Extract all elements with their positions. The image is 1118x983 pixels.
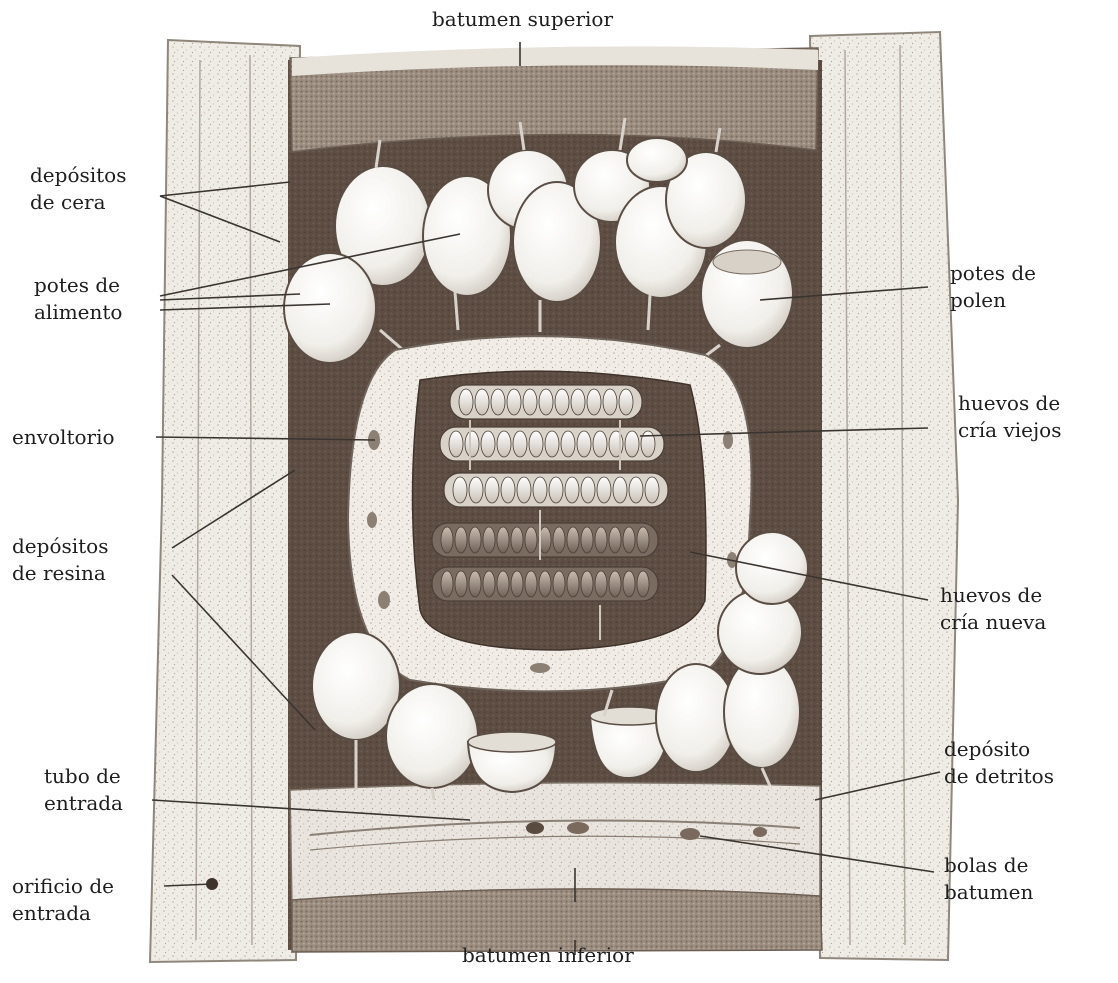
brood-cell [511,571,523,597]
brood-cell [637,571,649,597]
brood-cell [469,571,481,597]
pollen-pot [701,240,793,348]
brood-cell [455,527,467,553]
brood-cell [465,431,479,457]
brood-cell [581,571,593,597]
brood-cell [513,431,527,457]
brood-cell [449,431,463,457]
food-pot [627,138,687,182]
brood-cell [475,389,489,415]
brood-cell [523,389,537,415]
brood-cell [545,431,559,457]
brood-cell [511,527,523,553]
brood-cell [491,389,505,415]
brood-cell [595,571,607,597]
brood-cell [441,571,453,597]
brood-cell [485,477,499,503]
brood-cell [567,527,579,553]
brood-cell [507,389,521,415]
label-envoltorio: envoltorio [12,424,115,451]
brood-cell [469,477,483,503]
brood-cell [623,527,635,553]
brood-cell [613,477,627,503]
brood-cell [637,527,649,553]
brood-cell [517,477,531,503]
brood-cell [497,431,511,457]
brood-cell [459,389,473,415]
brood-cell [555,389,569,415]
brood-cell [481,431,495,457]
brood-cell [561,431,575,457]
brood-cell [609,527,621,553]
brood-cell [571,389,585,415]
brood-cell [553,527,565,553]
brood-cell [603,389,617,415]
brood-cell [533,477,547,503]
brood-cell [577,431,591,457]
brood-cell [623,571,635,597]
brood-cell [597,477,611,503]
lower-floor [206,783,822,952]
brood-cell [553,571,565,597]
brood-cell [441,527,453,553]
brood-cell [455,571,467,597]
brood-cell [483,571,495,597]
brood-cell [645,477,659,503]
brood-cell [565,477,579,503]
brood-cell [581,477,595,503]
brood-cell [629,477,643,503]
brood-cell [539,571,551,597]
brood-cell [453,477,467,503]
brood-cell [609,571,621,597]
brood-cell [581,527,593,553]
label-batumen-inferior: batumen inferior [462,942,634,969]
brood-cell [525,571,537,597]
brood-cell [529,431,543,457]
brood-cell [593,431,607,457]
brood-cell [595,527,607,553]
food-pot [386,684,478,788]
brood-cell [497,527,509,553]
brood-cell [567,571,579,597]
brood-cell [619,389,633,415]
brood-cell [625,431,639,457]
brood-cell [539,389,553,415]
food-pot [284,253,376,363]
brood-cell [469,527,481,553]
brood-cell [483,527,495,553]
label-batumen-superior: batumen superior [432,6,613,33]
brood-cell [587,389,601,415]
brood-cell [549,477,563,503]
brood-cell [525,527,537,553]
brood-cell [501,477,515,503]
brood-cell [497,571,509,597]
